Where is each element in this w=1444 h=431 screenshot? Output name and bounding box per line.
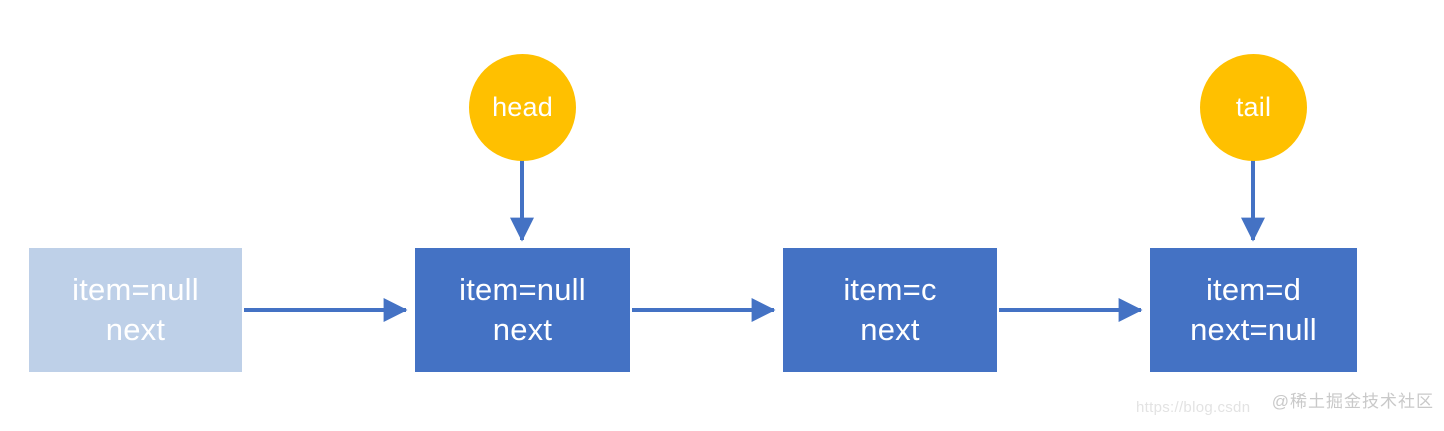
node-ghost[interactable]: item=null next	[29, 248, 242, 372]
node-d[interactable]: item=d next=null	[1150, 248, 1357, 372]
node-ghost-line2: next	[105, 312, 166, 347]
pointer-tail-label: tail	[1235, 92, 1272, 122]
node-ghost-line1: item=null	[72, 271, 199, 307]
watermark-url: https://blog.csdn	[1136, 399, 1251, 416]
node-c-line1: item=c	[843, 271, 937, 307]
node-head-line1: item=null	[459, 271, 586, 307]
pointer-head-circle[interactable]: head	[469, 54, 576, 161]
node-c-line2: next	[860, 312, 920, 347]
node-d-line2: next=null	[1190, 312, 1317, 347]
pointer-tail-circle[interactable]: tail	[1200, 54, 1307, 161]
node-head[interactable]: item=null next	[415, 248, 630, 372]
watermark: https://blog.csdn @稀土掘金技术社区	[1136, 385, 1436, 425]
node-d-line1: item=d	[1205, 271, 1302, 307]
pointer-head-label: head	[492, 92, 553, 122]
node-head-line2: next	[492, 312, 553, 347]
node-c[interactable]: item=c next	[783, 248, 997, 372]
watermark-brand: @稀土掘金技术社区	[1271, 392, 1434, 411]
